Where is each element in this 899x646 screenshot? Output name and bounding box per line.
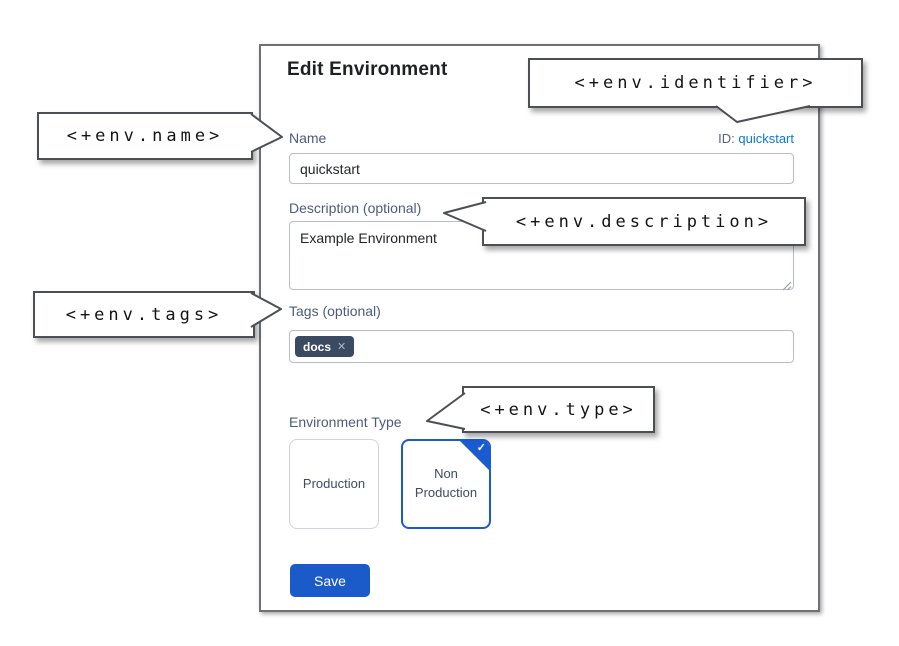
card-label: Non Production xyxy=(414,466,478,500)
name-input[interactable] xyxy=(289,153,794,184)
id-label: ID: xyxy=(718,131,735,146)
tags-input[interactable]: docs ✕ xyxy=(289,330,794,363)
callout-env-identifier: <+env.identifier> xyxy=(528,58,863,108)
env-type-card-non-production[interactable]: Non Production ✓ xyxy=(401,439,491,529)
identifier-line: ID: quickstart xyxy=(718,131,794,146)
edit-environment-dialog: Edit Environment Name ID: quickstart Des… xyxy=(259,44,820,612)
env-type-card-production[interactable]: Production xyxy=(289,439,379,529)
name-label: Name xyxy=(289,130,327,146)
id-value-link[interactable]: quickstart xyxy=(738,131,794,146)
callout-env-name: <+env.name> xyxy=(37,112,253,160)
selected-corner-flag xyxy=(459,441,489,471)
description-label: Description (optional) xyxy=(289,200,422,216)
tag-chip[interactable]: docs ✕ xyxy=(295,336,355,357)
card-label: Production xyxy=(302,475,366,491)
name-label-row: Name ID: quickstart xyxy=(289,130,794,146)
callout-env-tags: <+env.tags> xyxy=(33,291,255,338)
check-icon: ✓ xyxy=(476,442,486,454)
environment-type-cards: Production Non Production ✓ xyxy=(289,439,491,529)
remove-tag-icon[interactable]: ✕ xyxy=(337,341,347,353)
callout-env-type: <+env.type> xyxy=(462,386,655,433)
tags-label: Tags (optional) xyxy=(289,303,381,319)
dialog-title: Edit Environment xyxy=(287,59,448,80)
tag-chip-text: docs xyxy=(303,339,332,354)
save-button[interactable]: Save xyxy=(290,564,370,597)
callout-env-description: <+env.description> xyxy=(482,197,806,246)
environment-type-label: Environment Type xyxy=(289,414,402,430)
